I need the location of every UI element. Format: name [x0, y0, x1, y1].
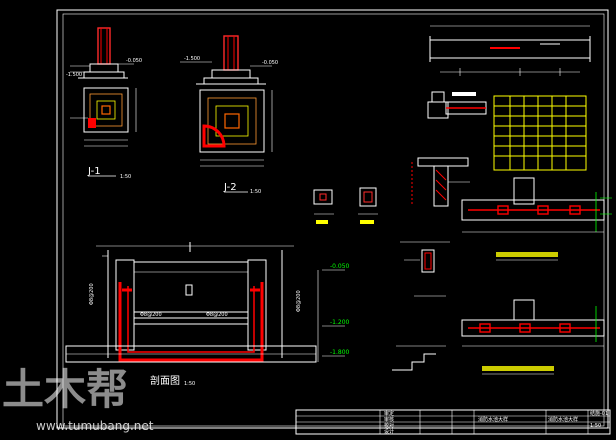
section-title: 剖面图: [150, 374, 180, 387]
pit-elev-2: -1.200: [330, 319, 350, 326]
section-bar-label-4: Φ8@200: [206, 312, 228, 318]
j2-elev-base: -1.500: [184, 56, 200, 62]
tb-scale: 1:50: [590, 423, 601, 429]
beam-detail-2: [461, 299, 605, 375]
pit-elev-1: -0.050: [330, 263, 350, 270]
section-bar-label-2: Φ8@200: [296, 290, 302, 312]
watermark-url: www.tumubang.net: [36, 419, 154, 433]
column-sections: [313, 187, 378, 224]
j2-scale: 1:50: [250, 189, 261, 195]
section-scale: 1:50: [184, 381, 195, 387]
outer-frame: [56, 9, 609, 429]
rebar-schedule-table: [493, 95, 587, 171]
steps-detail: [392, 345, 446, 371]
tb-row-1: 审定: [384, 410, 394, 417]
watermark-logo: 土木帮: [2, 365, 128, 414]
tb-row-4: 设计: [384, 428, 394, 435]
tb-sheet-no: 结施-01: [590, 410, 608, 417]
j1-title: J-1: [87, 166, 101, 177]
j1-elev-base: -1.500: [66, 72, 82, 78]
detail-j2: -0.050 -1.500 J-2 1:50: [180, 35, 278, 195]
title-block: 审定 审核 校对 设计 消防水池大样 消防水池大样 结施-01 1:50: [295, 409, 611, 435]
j2-title: J-2: [223, 182, 237, 193]
pit-elev-3: -1.800: [330, 349, 350, 356]
beam-detail-1: [461, 177, 612, 261]
tb-drawing-name: 消防水池大样: [548, 416, 578, 423]
section-bar-label-3: Φ8@200: [140, 312, 162, 318]
section-view: Φ8@200 Φ8@200 Φ8@200 Φ8@200 -0.050 -1.20…: [65, 242, 350, 387]
wall-section: [411, 157, 470, 207]
detail-j1: -0.050 -1.500 J-1 1:50: [66, 27, 142, 180]
tb-project: 消防水池大样: [478, 416, 508, 423]
beam-elevation: [429, 25, 591, 76]
watermark: 土木帮 www.tumubang.net: [2, 365, 154, 433]
column-detail: [400, 241, 450, 297]
tb-row-3: 校对: [384, 422, 394, 429]
lintel-detail: [427, 91, 487, 119]
tb-row-2: 审核: [384, 416, 394, 423]
j1-elev-top: -0.050: [126, 58, 142, 64]
j2-elev-top: -0.050: [262, 60, 278, 66]
section-bar-label-1: Φ8@200: [89, 283, 95, 305]
j1-scale: 1:50: [120, 174, 131, 180]
